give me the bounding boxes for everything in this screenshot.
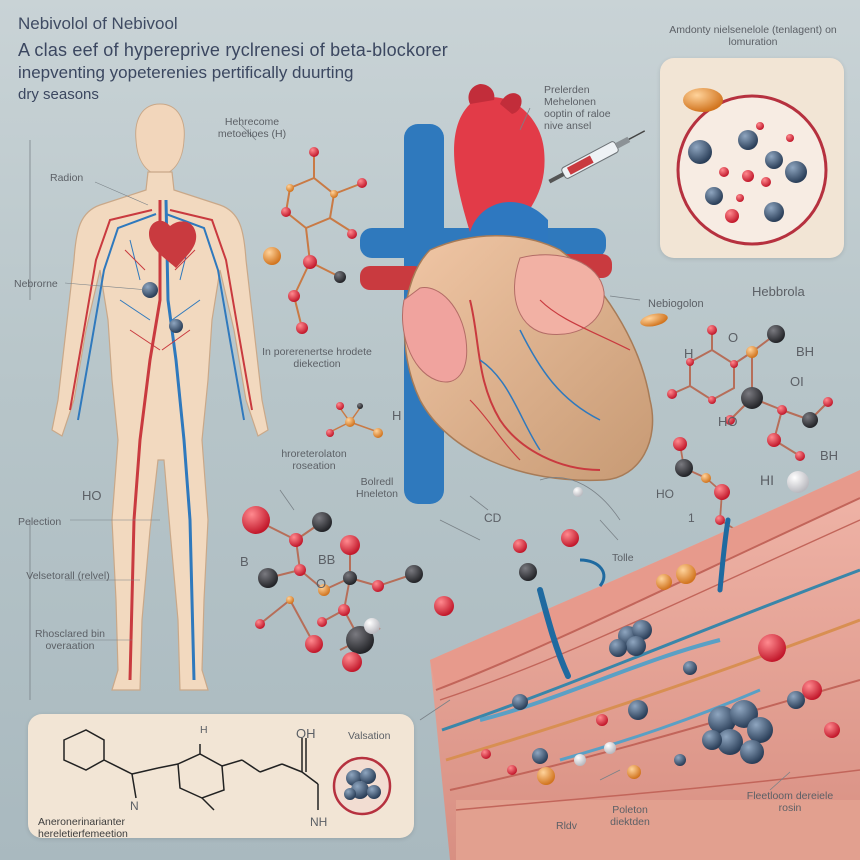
molecule-label-mid: In porerenertse hrodete diekection [262,346,372,370]
inset-molecule-view [676,88,828,246]
panel-label-nh: NH [310,815,328,829]
right-label-title: Hebbrola [752,284,805,299]
panel-label-valsation: Valsation [348,730,391,742]
molecule-label-top: Hehrecome metoelioes (H) [217,116,287,140]
body-label-middle: Nebrorne [14,278,58,290]
right-label-tolle: Tolle [612,552,634,564]
panel-label-n: N [130,799,139,813]
molecule-label-bolredl: Bolredl Hneleton [355,476,399,500]
tissue-label-poleton: Poleton diektden [610,804,650,828]
right-label-one: 1 [688,511,695,525]
right-label-hi: HI [760,472,774,488]
capsule-icon [640,313,668,327]
body-heart-icon [149,220,197,268]
pill-icon [683,88,723,112]
heart-label-nebiogolon: Nebiogolon [648,298,704,310]
heart-icon [360,84,654,504]
body-label-lower: Pelection [18,516,62,528]
body-label-bottom: Rhosclared bin overaation [34,628,106,652]
cluster-icon [609,620,652,657]
page-subtitle-line2: inepventing yopeterenies pertifically du… [18,63,354,82]
molecule-label-b: B [240,554,249,569]
panel-caption: Aneronerinarianter hereletierfemeetion [38,816,128,840]
right-label-h: H [684,346,694,361]
panel-label-oh: OH [296,726,316,741]
right-label-o: O [728,330,739,345]
molecule-label-h: H [392,408,402,423]
right-label-cd: CD [484,511,502,525]
tissue-label-rldv: Rldv [556,820,578,832]
right-label-ho-small: HO [656,487,674,501]
panel-label-h2: H [200,724,208,736]
page-subtitle-line3: dry seasons [18,86,99,103]
molecule-label-o: O [316,576,327,591]
body-label-vessel: Velsetorall (relvel) [26,570,110,582]
human-body-figure [29,103,269,700]
right-label-oi: OI [790,374,804,389]
molecule-label-ho: HO [82,488,102,503]
right-label-ho: HO [718,414,738,429]
molecule-icon [284,155,361,329]
page-title: Nebivolol of Nebivool [18,14,178,33]
body-label-top: Radion [50,172,84,184]
right-label-bh2: BH [820,448,839,463]
syringe-icon [548,130,646,184]
molecule-label-note: hroreterolaton roseation [281,448,347,472]
molecule-label-bb: BB [318,552,336,567]
structure-drawing [63,729,392,816]
page-subtitle-line1: A clas eef of hypereprive ryclrenesi of … [18,40,449,60]
tissue-label-fleetloom: Fleetloom dereiele rosin [746,790,834,814]
inset-caption: Amdonty nielsenelole (tenlagent) on lomu… [669,24,837,48]
blood-vessel-icon [430,470,860,860]
heart-label-prelerden: Prelerden Mehelonen ooptin of raloe nive… [544,84,611,132]
right-label-bh: BH [796,344,815,359]
